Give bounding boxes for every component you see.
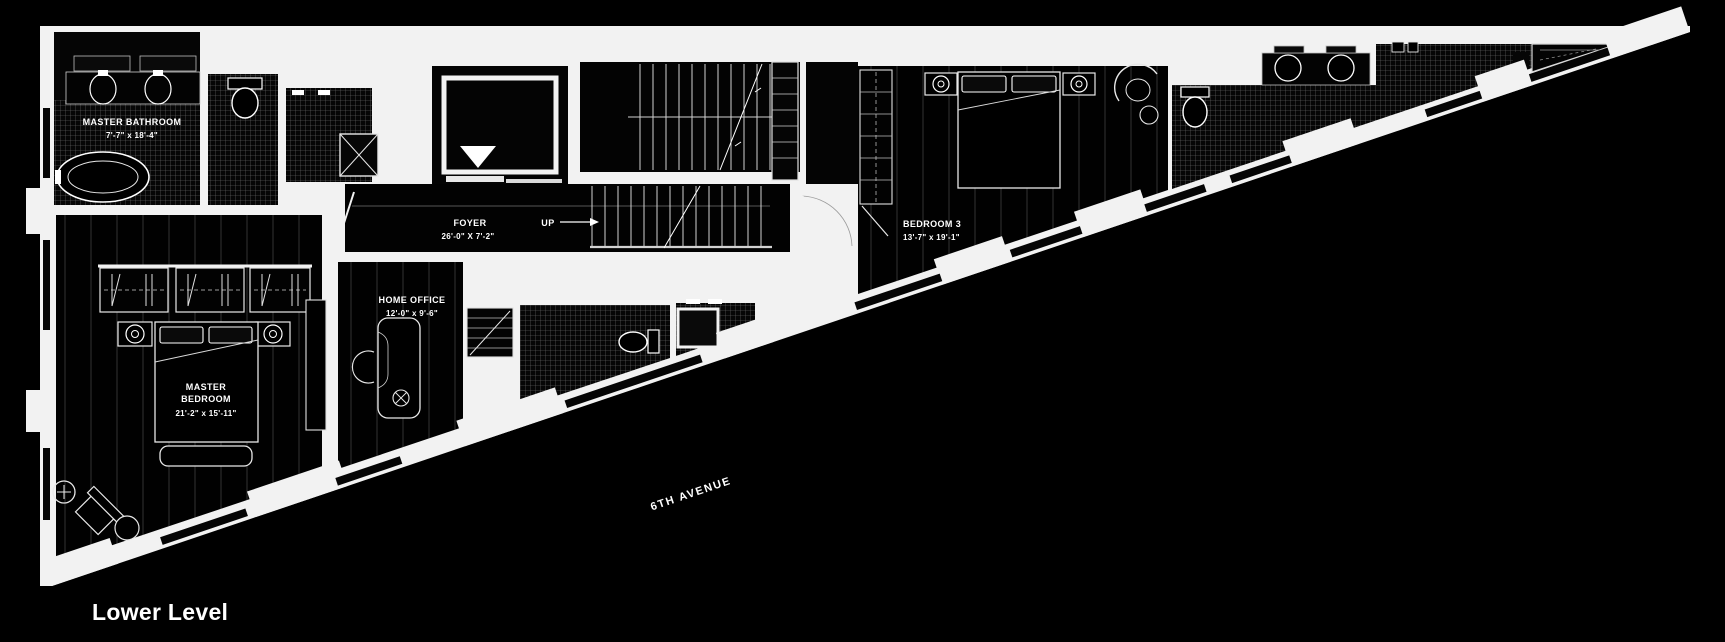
nightstand-icon	[117, 321, 153, 347]
window	[43, 240, 50, 330]
facade-pier	[26, 188, 41, 234]
bed-icon	[154, 321, 259, 443]
bench-icon	[159, 445, 253, 467]
armchair-icon	[74, 485, 125, 536]
fixture-icon	[1391, 41, 1405, 53]
faucet-icon	[153, 70, 163, 76]
stair-break-line	[663, 185, 701, 249]
street-name-label: 6TH AVENUE	[649, 475, 733, 513]
sink-icon	[1327, 54, 1355, 82]
lamp-icon	[1070, 75, 1088, 93]
door-swing	[861, 205, 889, 237]
lamp-icon	[932, 75, 950, 93]
facade-windows	[160, 47, 1611, 545]
desk-icon	[377, 317, 421, 419]
closet-icon	[859, 69, 893, 237]
toilet-icon	[1180, 86, 1210, 128]
master-bedroom-label-1: MASTER	[186, 382, 226, 392]
pillow-icon	[159, 326, 204, 344]
lamp-icon	[263, 324, 283, 344]
faucet-icon	[1273, 45, 1305, 54]
pillow-icon	[208, 326, 253, 344]
lamp-icon	[125, 324, 145, 344]
toilet-icon	[227, 77, 263, 119]
master-bedroom-label-2: BEDROOM	[181, 394, 231, 404]
master-bedroom-dims: 21'-2" x 15'-11"	[175, 409, 236, 418]
facade-piers	[43, 6, 1690, 586]
bedroom-3-label: BEDROOM 3	[903, 219, 961, 229]
pillow-icon	[961, 75, 1007, 93]
floor-lamp-icon	[52, 480, 76, 504]
faucet-icon	[98, 70, 108, 76]
staircase-lower	[590, 186, 772, 249]
fixture-icon	[1407, 41, 1419, 53]
hall-bathroom	[466, 299, 755, 408]
closet-icon	[98, 264, 312, 313]
floor-level-title: Lower Level	[92, 599, 228, 625]
elevator-door	[506, 179, 562, 183]
shower-head-icon	[686, 299, 700, 304]
tub-faucet-icon	[55, 170, 61, 184]
shower-head-icon	[292, 90, 304, 95]
shelf-closet-icon	[771, 61, 799, 181]
desk-lamp-icon	[392, 389, 410, 407]
stair-up-label: UP	[541, 218, 555, 228]
home-office-label: HOME OFFICE	[379, 295, 446, 305]
sink-icon	[1274, 54, 1302, 82]
wall-recess	[806, 62, 858, 184]
corner-storage	[1531, 43, 1619, 73]
master-bedroom: MASTER BEDROOM 21'-2" x 15'-11"	[52, 215, 327, 564]
home-office: HOME OFFICE 12'-0" x 9'-6"	[338, 262, 463, 469]
home-office-dims: 12'-0" x 9'-6"	[386, 309, 438, 318]
door-swing	[801, 195, 853, 247]
faucet-icon	[1325, 45, 1357, 54]
side-table-icon	[114, 515, 140, 541]
office-chair-icon	[351, 350, 375, 384]
toilet-icon	[618, 329, 660, 354]
bathroom-3	[1172, 41, 1532, 189]
armchair-icon	[1114, 63, 1159, 125]
bedroom-3-dims: 13'-7" x 19'-1"	[903, 233, 960, 242]
window	[43, 448, 50, 520]
bedroom-3: BEDROOM 3 13'-7" x 19'-1"	[858, 63, 1168, 294]
bathtub-icon	[55, 151, 150, 203]
shaft-icon	[339, 133, 379, 177]
stair-break-line	[719, 63, 763, 171]
elevator-arrow-icon	[460, 146, 496, 168]
foyer-label: FOYER	[453, 218, 486, 228]
shower-head-icon	[708, 299, 722, 304]
elevator-door	[446, 176, 504, 182]
nightstand-icon	[255, 321, 291, 347]
nightstand-icon	[924, 72, 958, 96]
door-swing	[335, 191, 355, 249]
ottoman-icon	[1139, 105, 1159, 125]
facade-pier	[26, 390, 41, 432]
window	[43, 108, 50, 178]
double-vanity-icon	[65, 55, 201, 105]
foyer: FOYER 26'-0" X 7'-2" UP	[335, 184, 790, 252]
pillow-icon	[1011, 75, 1057, 93]
nightstand-icon	[1062, 72, 1096, 96]
master-bathroom-label: MASTER BATHROOM	[83, 117, 182, 127]
bed-icon	[957, 71, 1061, 189]
staircase-upper	[580, 62, 800, 172]
shower-icon	[676, 307, 720, 349]
double-vanity-icon	[1261, 45, 1371, 86]
master-bathroom-dims: 7'-7" x 18'-4"	[106, 131, 158, 140]
wardrobe-icon	[305, 299, 327, 431]
foyer-dims: 26'-0" X 7'-2"	[442, 232, 495, 241]
linen-closet-icon	[466, 307, 514, 358]
up-arrow-icon	[560, 218, 599, 226]
elevator	[432, 66, 568, 186]
shower-head-icon	[318, 90, 330, 95]
street-facade	[43, 6, 1690, 586]
